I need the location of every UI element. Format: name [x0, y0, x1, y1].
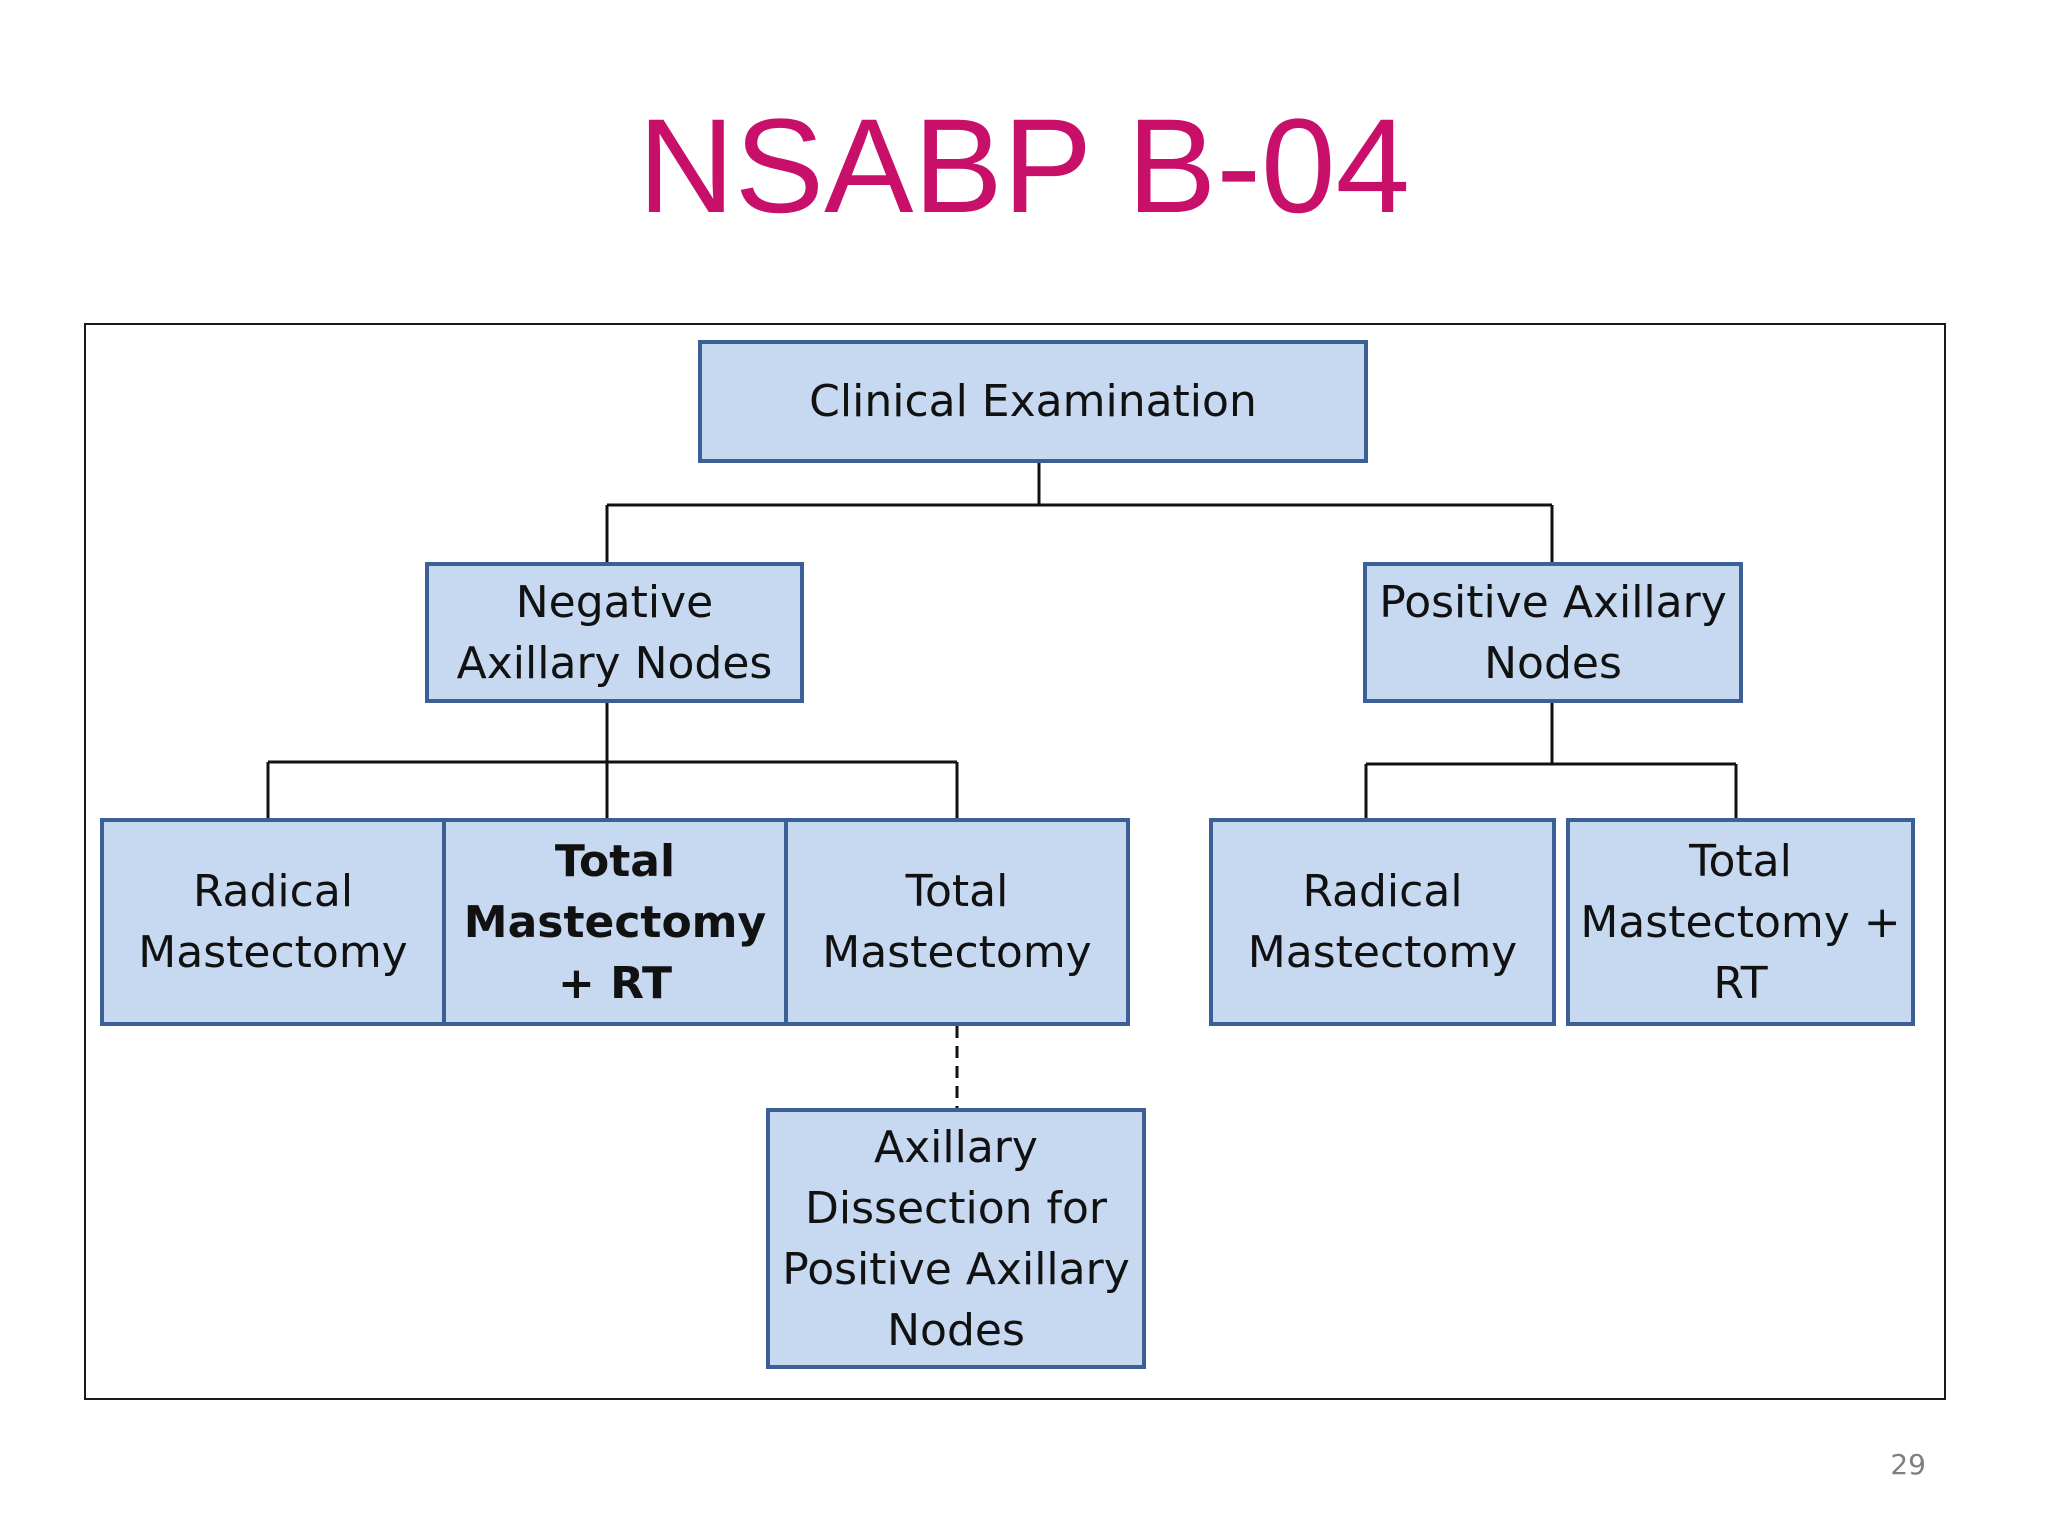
positive-axillary-nodes-box: Positive Axillary Nodes	[1363, 562, 1743, 703]
positive-total-mastectomy-rt-box: Total Mastectomy + RT	[1566, 818, 1915, 1026]
negative-axillary-nodes-box: Negative Axillary Nodes	[425, 562, 804, 703]
clinical-examination-box: Clinical Examination	[698, 340, 1368, 463]
negative-total-mastectomy-box: Total Mastectomy	[784, 818, 1130, 1026]
diagram-frame	[84, 323, 1946, 1400]
slide-title: NSABP B-04	[637, 92, 1411, 241]
negative-total-mastectomy-rt-box: Total Mastectomy + RT	[442, 818, 788, 1026]
negative-radical-mastectomy-box: Radical Mastectomy	[100, 818, 446, 1026]
axillary-dissection-box: Axillary Dissection for Positive Axillar…	[766, 1108, 1146, 1369]
page-number: 29	[1890, 1448, 1926, 1481]
positive-radical-mastectomy-box: Radical Mastectomy	[1209, 818, 1556, 1026]
